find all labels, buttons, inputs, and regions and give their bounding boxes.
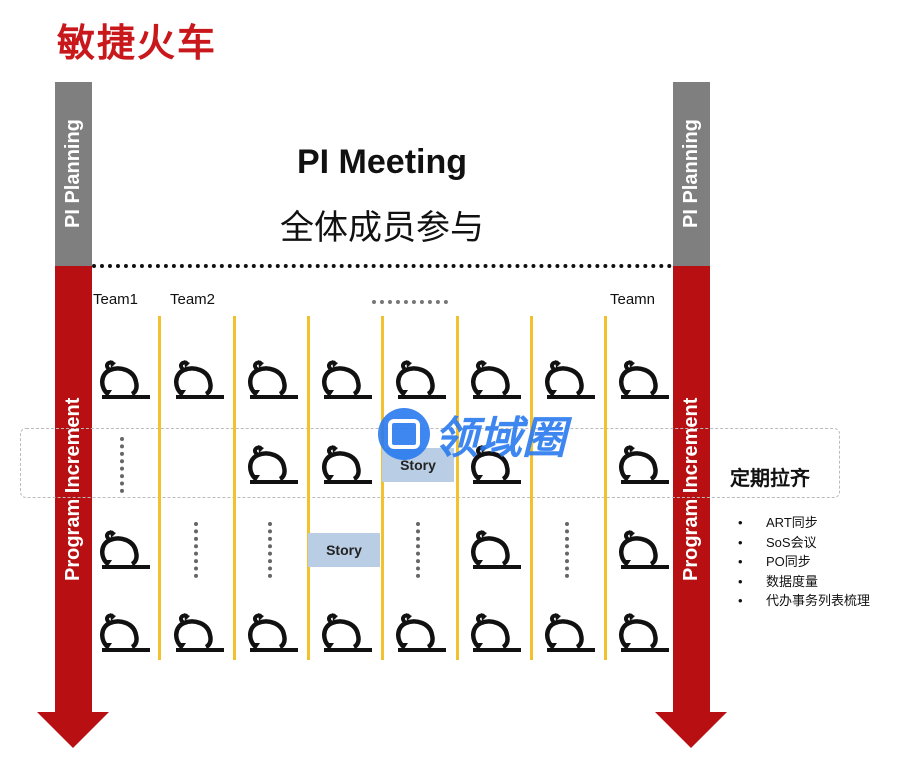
lane-divider (158, 316, 161, 660)
watermark: 领域圈 (378, 402, 566, 466)
lane-divider (233, 316, 236, 660)
more-sprints-ellipsis (194, 522, 202, 578)
watermark-logo-icon (378, 408, 430, 460)
more-sprints-ellipsis (416, 522, 424, 578)
team-label-1: Team1 (93, 291, 139, 308)
arrow-down-icon (655, 712, 727, 748)
sync-activities-list: ART同步 SoS会议 PO同步 数据度量 代办事务列表梳理 (738, 513, 870, 611)
pi-planning-label: PI Planning (62, 119, 84, 229)
pi-planning-bar-left: PI Planning (55, 82, 92, 266)
sprint-iteration-icon (467, 360, 523, 400)
story-card: Story (382, 448, 454, 482)
more-sprints-ellipsis (120, 437, 128, 493)
watermark-text: 领域圈 (434, 414, 566, 463)
team-label-n: Teamn (610, 291, 656, 308)
sprint-iteration-icon (96, 360, 152, 400)
pi-meeting-subtitle: 全体成员参与 (280, 209, 484, 247)
sprint-iteration-icon (467, 530, 523, 570)
sprint-iteration-icon (392, 613, 448, 653)
more-sprints-ellipsis (565, 522, 573, 578)
sprint-iteration-icon (392, 360, 448, 400)
sprint-iteration-icon (244, 613, 300, 653)
lane-divider (604, 316, 607, 660)
sprint-iteration-icon (615, 530, 671, 570)
sprint-iteration-icon (541, 613, 597, 653)
arrow-down-icon (37, 712, 109, 748)
more-teams-ellipsis (372, 300, 448, 304)
sprint-iteration-icon (170, 360, 226, 400)
list-item: PO同步 (738, 552, 870, 572)
more-sprints-ellipsis (268, 522, 276, 578)
sprint-iteration-icon (318, 360, 374, 400)
sprint-iteration-icon (467, 445, 523, 485)
story-card: Story (308, 533, 380, 567)
sync-region (20, 428, 840, 498)
sprint-iteration-icon (318, 613, 374, 653)
sprint-iteration-icon (615, 613, 671, 653)
team-label-2: Team2 (170, 291, 216, 308)
sprint-iteration-icon (96, 530, 152, 570)
pi-boundary-divider (92, 264, 672, 268)
sprint-iteration-icon (467, 613, 523, 653)
sprint-iteration-icon (615, 445, 671, 485)
lane-divider (530, 316, 533, 660)
sprint-iteration-icon (170, 613, 226, 653)
pi-planning-bar-right: PI Planning (673, 82, 710, 266)
pi-meeting-title: PI Meeting (296, 143, 468, 181)
sprint-iteration-icon (244, 445, 300, 485)
sprint-iteration-icon (96, 613, 152, 653)
list-item: 数据度量 (738, 572, 870, 592)
list-item: ART同步 (738, 513, 870, 533)
diagram-title: 敏捷火车 (57, 23, 218, 65)
sprint-iteration-icon (244, 360, 300, 400)
sprint-iteration-icon (615, 360, 671, 400)
lane-divider (381, 316, 384, 660)
sprint-iteration-icon (318, 445, 374, 485)
list-item: SoS会议 (738, 533, 870, 553)
lane-divider (307, 316, 310, 660)
sync-label: 定期拉齐 (730, 468, 810, 490)
lane-divider (456, 316, 459, 660)
pi-planning-label: PI Planning (680, 119, 702, 229)
sprint-iteration-icon (541, 360, 597, 400)
list-item: 代办事务列表梳理 (738, 591, 870, 611)
